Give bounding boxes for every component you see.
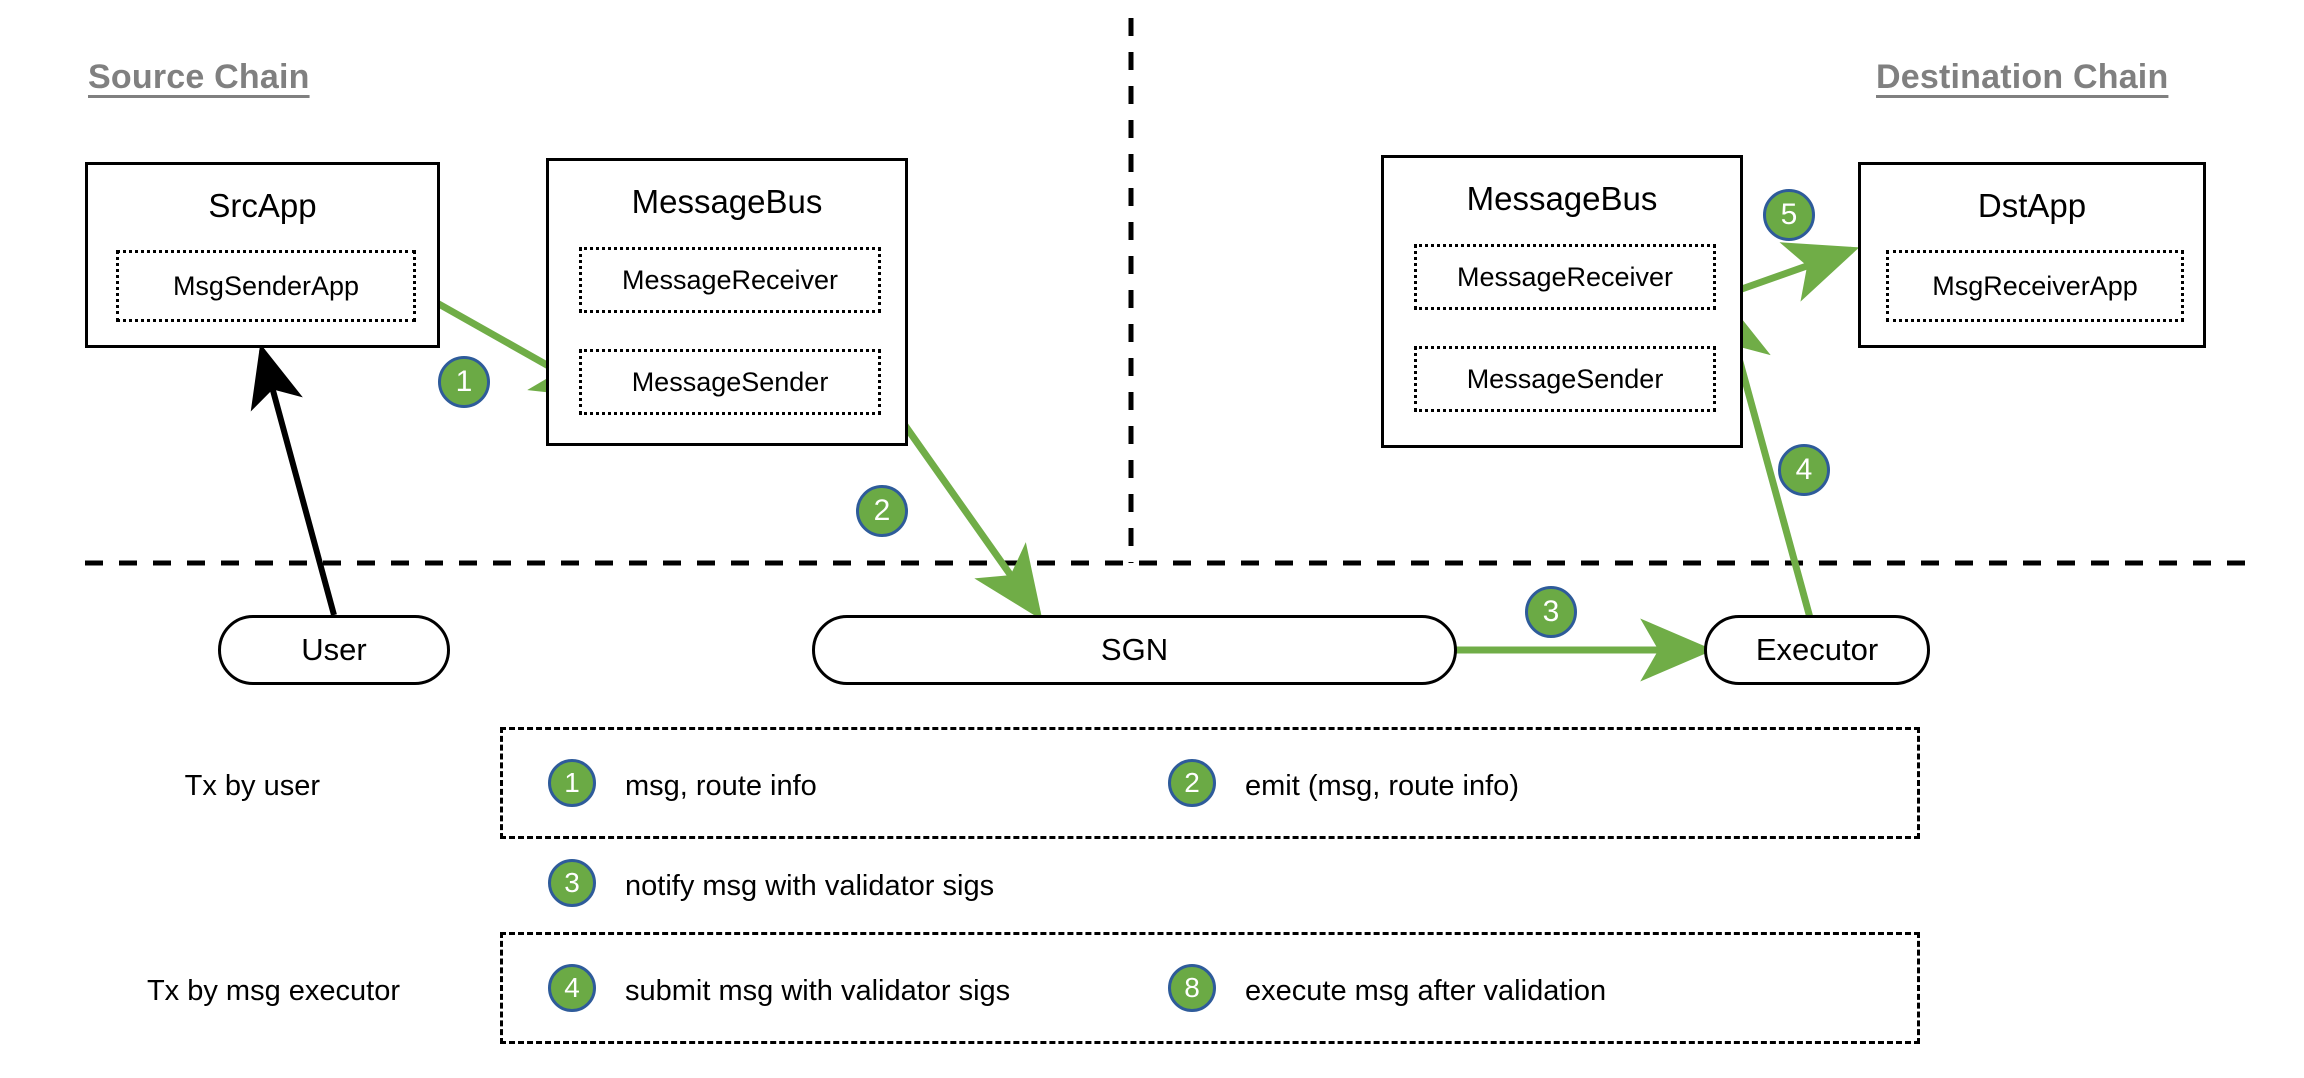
src-app-title: SrcApp <box>208 187 317 224</box>
sgn-pill[interactable]: SGN <box>812 615 1457 685</box>
flow-badge-2: 2 <box>856 485 908 537</box>
legend-text-4: submit msg with validator sigs <box>625 975 1011 1007</box>
destination-message-bus-title: MessageBus <box>1466 180 1658 217</box>
source-message-receiver-box[interactable]: MessageReceiver <box>579 247 881 313</box>
legend-badge-3: 3 <box>548 859 596 907</box>
src-app-box[interactable]: SrcApp MsgSenderApp <box>85 162 440 348</box>
flow-badge-4: 4 <box>1778 444 1830 496</box>
legend-badge-1: 1 <box>548 759 596 807</box>
source-message-bus-box[interactable]: MessageBus MessageReceiver MessageSender <box>546 158 908 446</box>
legend-row1-label: Tx by user <box>184 770 320 802</box>
source-chain-title: Source Chain <box>88 58 310 96</box>
destination-message-bus-box[interactable]: MessageBus MessageReceiver MessageSender <box>1381 155 1743 448</box>
msg-sender-app-box[interactable]: MsgSenderApp <box>116 250 416 322</box>
executor-pill[interactable]: Executor <box>1704 615 1930 685</box>
flow-badge-3: 3 <box>1525 586 1577 638</box>
legend-badge-8: 8 <box>1168 964 1216 1012</box>
dst-app-title: DstApp <box>1977 187 2087 224</box>
legend-text-2: emit (msg, route info) <box>1245 770 1519 802</box>
source-message-bus-title: MessageBus <box>631 183 823 220</box>
legend-badge-2: 2 <box>1168 759 1216 807</box>
destination-chain-title: Destination Chain <box>1876 58 2169 96</box>
arrow-user-to-srcapp <box>250 343 337 616</box>
legend-row1-box <box>500 727 1920 839</box>
flow-badge-5: 5 <box>1763 189 1815 241</box>
msg-receiver-app-box[interactable]: MsgReceiverApp <box>1886 250 2184 322</box>
legend-row2-label: Tx by msg executor <box>146 975 400 1007</box>
dst-app-box[interactable]: DstApp MsgReceiverApp <box>1858 162 2206 348</box>
legend-row2-box <box>500 932 1920 1044</box>
legend-text-3: notify msg with validator sigs <box>625 870 995 902</box>
destination-message-receiver-box[interactable]: MessageReceiver <box>1414 244 1716 310</box>
source-message-sender-box[interactable]: MessageSender <box>579 349 881 415</box>
flow-badge-1: 1 <box>438 356 490 408</box>
legend-text-8: execute msg after validation <box>1245 975 1607 1007</box>
destination-message-sender-box[interactable]: MessageSender <box>1414 346 1716 412</box>
legend-text-1: msg, route info <box>625 770 817 802</box>
legend-badge-4: 4 <box>548 964 596 1012</box>
user-pill[interactable]: User <box>218 615 450 685</box>
